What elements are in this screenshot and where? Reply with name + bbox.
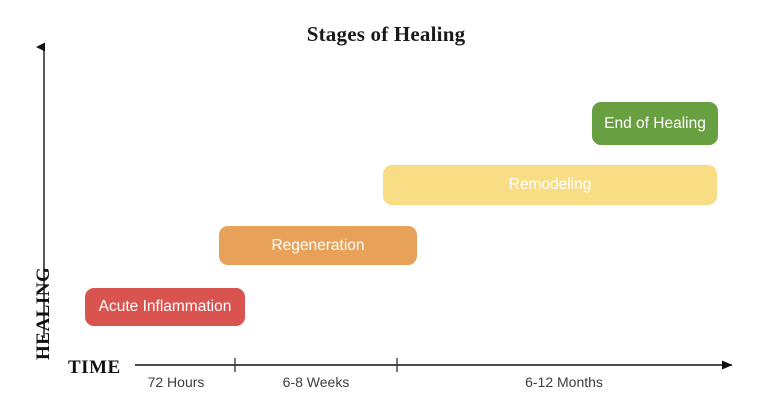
x-tick-label-72-hours: 72 Hours: [147, 374, 205, 390]
x-tick-label-6-8-weeks: 6-8 Weeks: [282, 374, 350, 390]
chart-title: Stages of Healing: [306, 22, 466, 46]
bar-end-of-healing[interactable]: End of Healing: [592, 102, 718, 145]
x-axis-label: TIME: [68, 357, 121, 378]
y-axis-label: HEALING: [33, 266, 54, 360]
bar-regeneration[interactable]: Regeneration: [219, 226, 417, 265]
x-tick-label-6-12-months: 6-12 Months: [525, 374, 603, 390]
bar-acute-inflammation[interactable]: Acute Inflammation: [85, 288, 245, 326]
bar-remodeling[interactable]: Remodeling: [383, 165, 717, 205]
